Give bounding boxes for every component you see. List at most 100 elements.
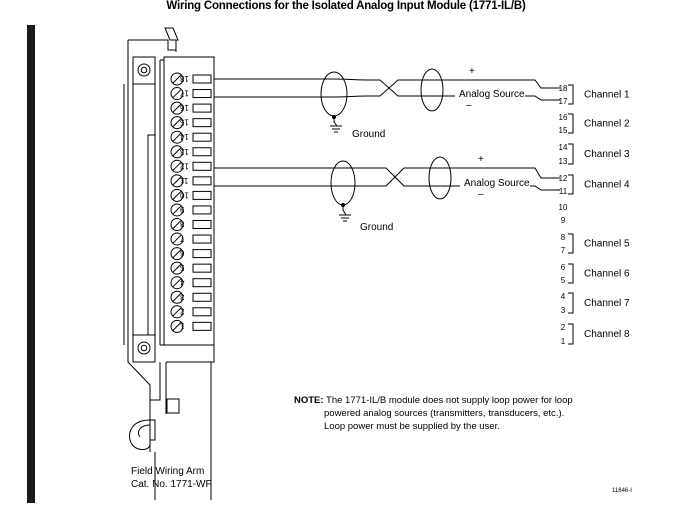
screw-slot <box>172 220 182 229</box>
page-edge-bar <box>27 25 35 503</box>
note-line-2: powered analog sources (transmitters, tr… <box>324 408 565 419</box>
note-heading: NOTE: <box>294 395 324 406</box>
channel-terminal-number: 12 <box>559 174 568 183</box>
screw-slot <box>172 321 182 331</box>
channel-8-label: Channel 8 <box>584 329 630 340</box>
arm-terminal-number: 18 <box>179 74 188 83</box>
terminal-clamp <box>192 176 212 186</box>
arm-caption-line-2: Cat. No. 1771-WF <box>131 479 212 490</box>
channel-terminal-number: 2 <box>561 323 566 332</box>
arm-terminal-number: 4 <box>179 278 184 287</box>
channel-terminal-number: 11 <box>559 187 568 196</box>
channel-terminal-number: 17 <box>559 97 568 106</box>
screw-slot <box>172 161 182 171</box>
channel-terminal-number: 13 <box>559 157 568 166</box>
arm-terminal-number: 7 <box>179 234 184 243</box>
channel-4-label: Channel 4 <box>584 180 630 191</box>
arm-terminal: 18 <box>170 72 212 86</box>
channel-terminal-number: 8 <box>561 233 566 242</box>
channel-terminal-number: 9 <box>561 216 566 225</box>
source-2-label-bg <box>460 173 530 191</box>
arm-terminal: 13 <box>170 145 212 159</box>
terminal-clamp <box>192 89 212 99</box>
screw-slot <box>172 191 182 200</box>
analog-source-2-plus: + <box>478 154 484 165</box>
screw-slot <box>172 118 182 128</box>
arm-terminal: 5 <box>170 261 212 275</box>
terminal-clamp <box>192 190 212 200</box>
screw-slot <box>172 89 182 98</box>
channel-terminal-number: 14 <box>559 143 568 152</box>
arm-terminal-number: 2 <box>179 307 184 316</box>
arm-terminal: 10 <box>170 188 212 202</box>
terminal-clamp <box>192 292 212 302</box>
screw-slot <box>172 74 182 84</box>
arm-terminal: 15 <box>170 116 212 130</box>
screw-slot <box>172 263 182 273</box>
screw-slot <box>172 176 182 186</box>
arm-terminal: 6 <box>170 247 212 261</box>
arm-terminal: 17 <box>170 87 212 101</box>
arm-terminal-number: 3 <box>179 292 184 301</box>
channel-terminal-number: 1 <box>561 337 566 346</box>
terminal-clamp <box>192 278 212 288</box>
screw-slot <box>172 147 182 157</box>
channel-bracket <box>568 263 574 284</box>
arm-terminal: 14 <box>170 130 212 144</box>
arm-terminal-number: 14 <box>179 132 188 141</box>
channel-7-label: Channel 7 <box>584 298 630 309</box>
arm-terminal: 12 <box>170 159 212 173</box>
ground-node-1 <box>332 115 336 119</box>
analog-source-2-label: Analog Source <box>464 178 530 189</box>
arm-terminal-number: 8 <box>179 220 184 229</box>
screw-slot <box>172 103 182 113</box>
screw-slot <box>172 132 182 142</box>
arm-terminal: 9 <box>170 203 212 217</box>
channel-terminal-number: 5 <box>561 276 566 285</box>
channel-bracket <box>568 113 574 134</box>
channel-terminal-number: 10 <box>559 203 568 212</box>
channel-5-label: Channel 5 <box>584 239 630 250</box>
arm-terminal-number: 6 <box>179 249 184 258</box>
terminal-clamp <box>192 161 212 171</box>
note-line-1: The 1771-IL/B module does not supply loo… <box>326 395 573 406</box>
analog-source-1-label: Analog Source <box>459 89 525 100</box>
channel-terminal-number: 18 <box>559 84 568 93</box>
channel-terminal-number: 15 <box>559 126 568 135</box>
channel-6-label: Channel 6 <box>584 269 630 280</box>
channel-bracket <box>568 292 574 314</box>
terminal-clamp <box>192 249 212 259</box>
channel-terminal-number: 6 <box>561 263 566 272</box>
arm-terminal-number: 12 <box>179 161 188 170</box>
terminal-clamp <box>192 147 212 157</box>
arm-terminal: 1 <box>170 319 212 333</box>
terminal-clamp <box>192 103 212 113</box>
channel-terminal-number: 4 <box>561 292 566 301</box>
arm-terminal-number: 13 <box>179 147 188 156</box>
screw-slot <box>172 234 182 244</box>
arm-terminal: 3 <box>170 290 212 304</box>
terminal-clamp <box>192 205 212 215</box>
screw-slot <box>172 278 182 288</box>
channel-bracket <box>568 174 574 195</box>
arm-caption-line-1: Field Wiring Arm <box>131 466 205 477</box>
channel-bracket <box>568 323 574 345</box>
screw-slot <box>172 205 182 215</box>
screw-slot <box>172 307 182 317</box>
channel-3-label: Channel 3 <box>584 149 630 160</box>
field-wiring-arm <box>123 27 215 500</box>
channel-2-label: Channel 2 <box>584 119 630 130</box>
analog-source-1-minus: – <box>466 100 472 111</box>
screw-slot <box>172 292 182 302</box>
source-1-wiring <box>214 68 560 133</box>
channel-bracket <box>568 84 574 105</box>
screw-slot <box>172 249 182 258</box>
ground-label-2: Ground <box>360 222 393 233</box>
channel-1-label: Channel 1 <box>584 90 630 101</box>
arm-terminal-number: 15 <box>179 118 188 127</box>
arm-terminal-number: 17 <box>179 89 188 98</box>
channel-terminal-number: 7 <box>561 246 566 255</box>
